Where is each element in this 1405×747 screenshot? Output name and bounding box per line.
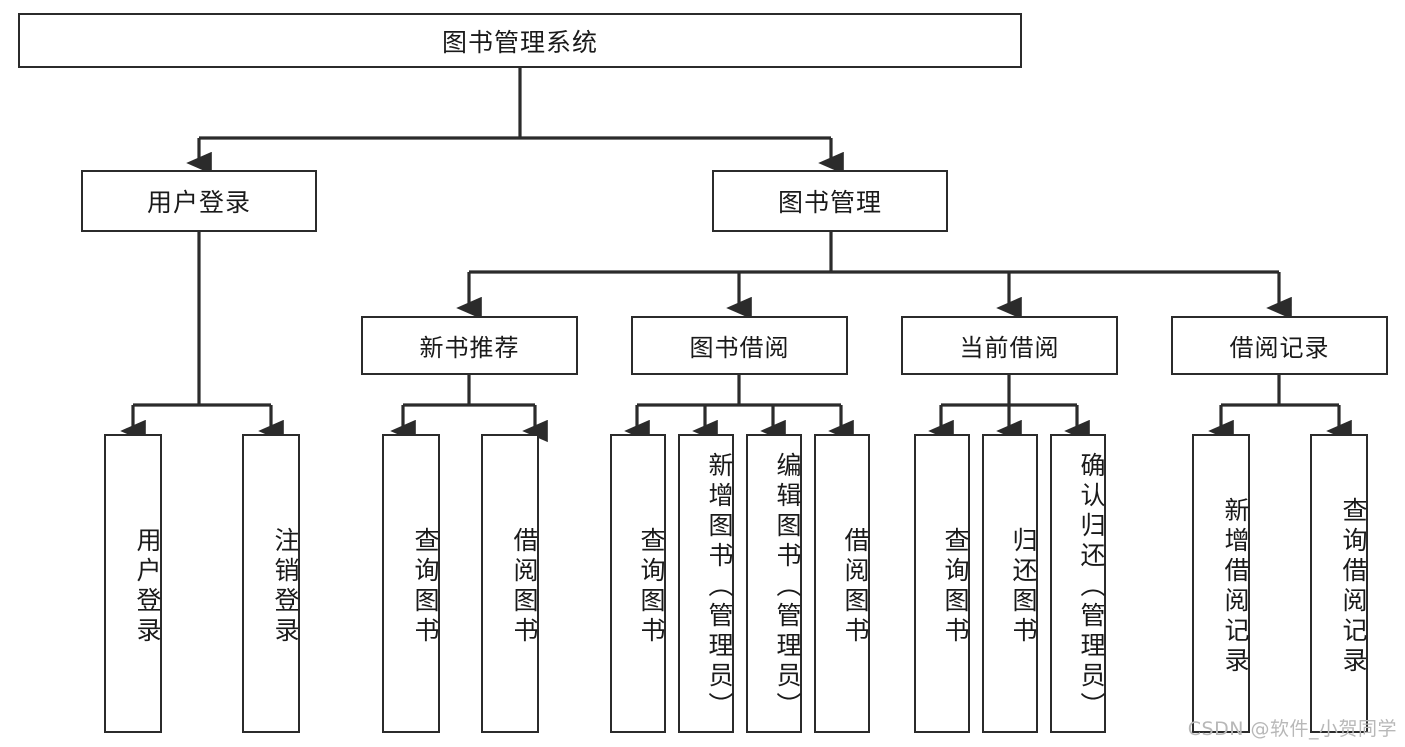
leaf-return-book[interactable]: 归还图书: [982, 434, 1038, 733]
node-label: 当前借阅: [959, 334, 1060, 362]
node-label: 借阅记录: [1229, 334, 1330, 362]
node-label: 借阅图书: [841, 526, 870, 647]
node-label: 用户登录: [133, 526, 162, 647]
node-book-borrowing[interactable]: 图书借阅: [631, 316, 848, 375]
node-label: 归还图书: [1009, 526, 1038, 647]
leaf-add-book-admin[interactable]: 新增图书（管理员）: [678, 434, 734, 733]
leaf-confirm-return-admin[interactable]: 确认归还（管理员）: [1050, 434, 1106, 733]
node-label: 新增图书（管理员）: [705, 451, 734, 722]
node-label: 查询图书: [637, 526, 666, 647]
leaf-add-borrow-record[interactable]: 新增借阅记录: [1192, 434, 1250, 733]
node-label: 图书管理系统: [441, 27, 598, 57]
leaf-query-book-borrow[interactable]: 查询图书: [610, 434, 666, 733]
leaf-user-login[interactable]: 用户登录: [104, 434, 162, 733]
node-label: 编辑图书（管理员）: [773, 451, 802, 722]
node-label: 查询图书: [411, 526, 440, 647]
leaf-query-book-new[interactable]: 查询图书: [382, 434, 440, 733]
node-book-management[interactable]: 图书管理: [712, 170, 948, 232]
csdn-watermark: CSDN @软件_小贺同学: [1187, 718, 1397, 740]
node-current-borrowing[interactable]: 当前借阅: [901, 316, 1118, 375]
node-label: 查询图书: [941, 526, 970, 647]
node-label: 确认归还（管理员）: [1077, 451, 1106, 722]
leaf-borrow-book[interactable]: 借阅图书: [814, 434, 870, 733]
node-label: 新书推荐: [419, 334, 520, 362]
leaf-borrow-book-new[interactable]: 借阅图书: [481, 434, 539, 733]
node-label: 借阅图书: [510, 526, 539, 647]
leaf-query-book-current[interactable]: 查询图书: [914, 434, 970, 733]
node-label: 查询借阅记录: [1339, 496, 1368, 677]
node-label: 用户登录: [146, 188, 251, 217]
node-label: 图书借阅: [689, 334, 790, 362]
node-label: 注销登录: [271, 526, 300, 647]
node-user-login[interactable]: 用户登录: [81, 170, 317, 232]
leaf-edit-book-admin[interactable]: 编辑图书（管理员）: [746, 434, 802, 733]
leaf-logout[interactable]: 注销登录: [242, 434, 300, 733]
leaf-query-borrow-record[interactable]: 查询借阅记录: [1310, 434, 1368, 733]
node-borrowing-record[interactable]: 借阅记录: [1171, 316, 1388, 375]
node-root-book-management-system[interactable]: 图书管理系统: [18, 13, 1022, 68]
node-label: 图书管理: [777, 188, 882, 217]
node-label: 新增借阅记录: [1221, 496, 1250, 677]
node-new-book-recommendation[interactable]: 新书推荐: [361, 316, 578, 375]
